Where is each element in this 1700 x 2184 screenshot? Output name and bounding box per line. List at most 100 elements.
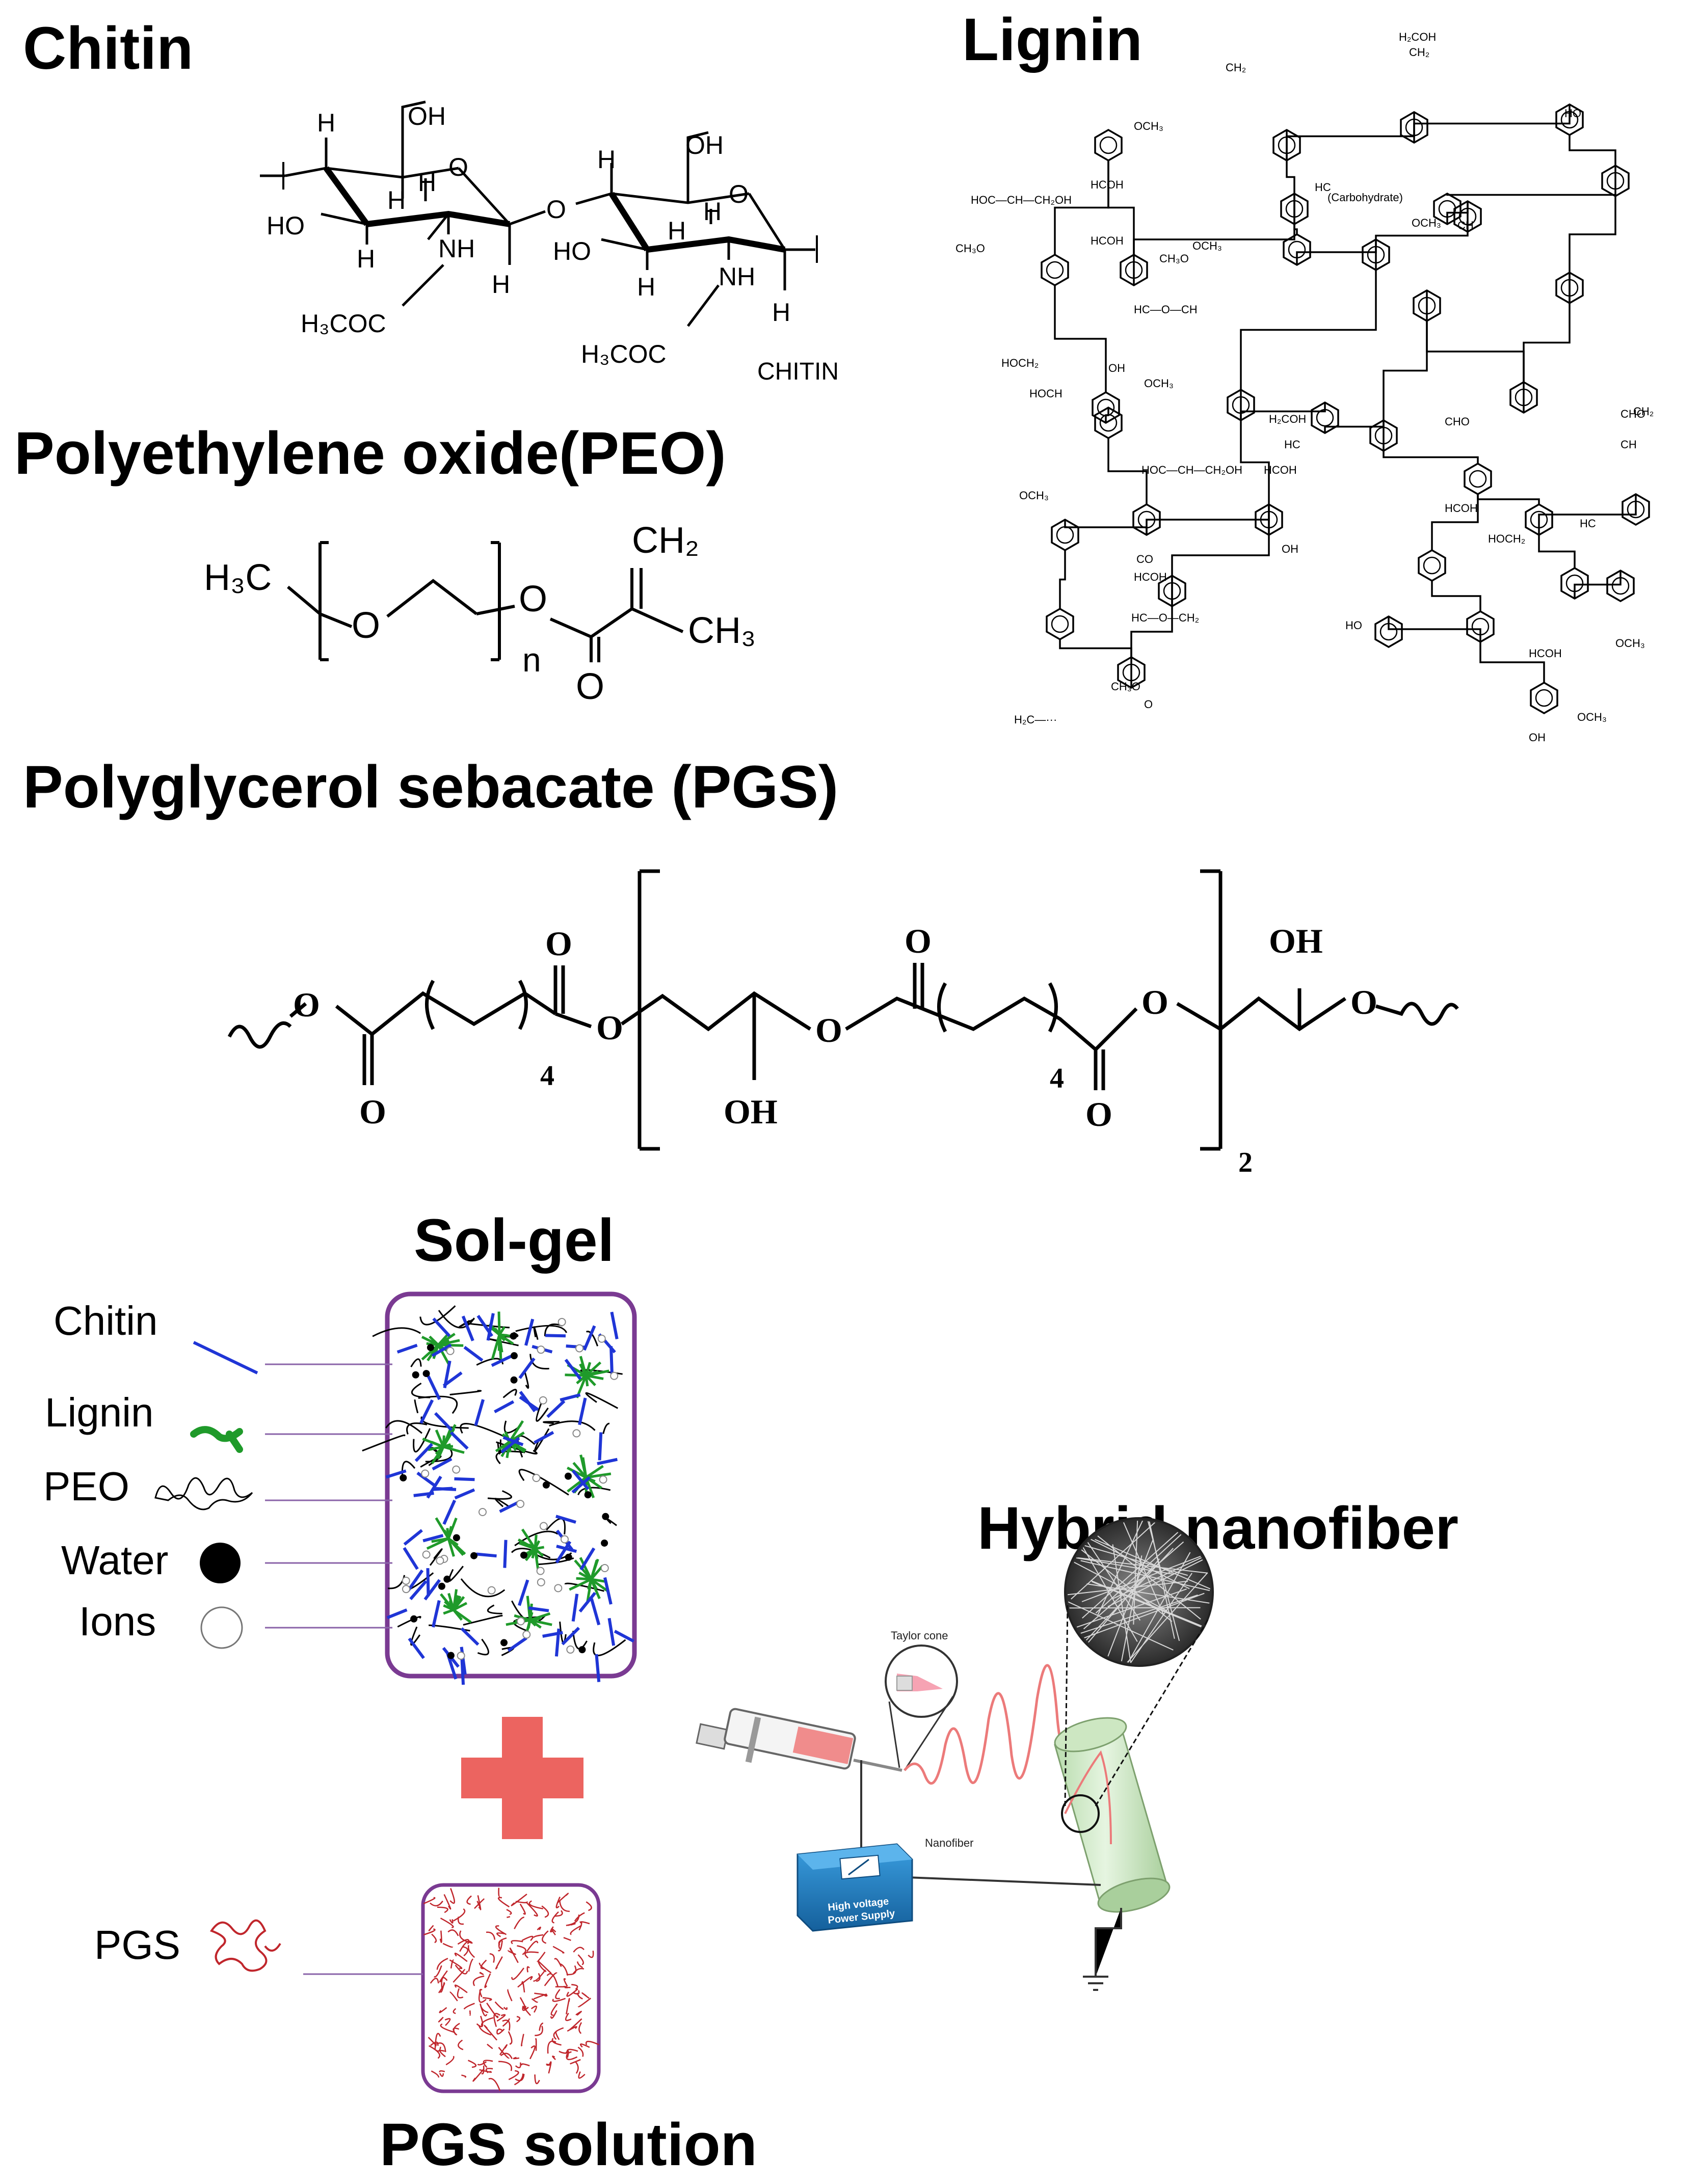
pgs-chain (578, 1998, 592, 2008)
lignin-fragment (586, 1472, 612, 1479)
pgs-chain (554, 1958, 562, 1967)
lignin-bond (1286, 130, 1295, 224)
pgs-chain (564, 1987, 571, 1989)
sem-fiber (1078, 1557, 1210, 1574)
pgs-chain (449, 1959, 463, 1970)
lignin-benzene-ring (1046, 607, 1074, 641)
peo-chain (460, 1578, 506, 1598)
pgs-chain (461, 2074, 467, 2078)
lignin-benzene-ring (1374, 615, 1403, 649)
svg-text:HO: HO (553, 237, 591, 265)
pgs-chain (438, 2016, 444, 2023)
chitin-fiber (609, 1346, 614, 1374)
pgs-chain (566, 2054, 578, 2060)
sem-fiber (1105, 1539, 1154, 1663)
lignin-fragment (426, 1537, 449, 1550)
lignin-fragment (585, 1374, 596, 1386)
svg-text:H: H (357, 245, 375, 273)
pgs-chain (458, 2039, 464, 2051)
pgs-chain (463, 2003, 475, 2010)
svg-text:H₃C: H₃C (204, 557, 272, 598)
chitin-fiber (431, 1343, 452, 1357)
lignin-atom-label: HC (1580, 517, 1596, 530)
pgs-chain (570, 2059, 581, 2065)
lignin-fragment (491, 1327, 500, 1336)
pgs-chain (476, 1901, 481, 1909)
lignin-bond (1130, 576, 1173, 688)
peo-structure (287, 541, 684, 662)
water-dot (500, 1639, 508, 1647)
pgs-chain (481, 2065, 485, 2074)
chitin-fiber (476, 1552, 497, 1558)
peo-chain (572, 1631, 588, 1650)
lignin-fragment (590, 1559, 598, 1580)
lignin-bond (1107, 160, 1135, 255)
lignin-atom-label: OH (1282, 543, 1298, 555)
peo-chain (511, 1548, 551, 1559)
legend-peo-label: PEO (43, 1464, 129, 1509)
peo-chain (524, 1372, 529, 1389)
nanofiber-jet (904, 1664, 1074, 1785)
chitin-fiber (519, 1395, 539, 1411)
pgs-chain (517, 1945, 526, 1955)
lignin-fragment (429, 1335, 439, 1346)
lignin-atom-label: HCOH (1529, 647, 1562, 660)
lignin-bond (1059, 550, 1066, 609)
pgs-chain (570, 1925, 582, 1935)
pgs-chain (570, 2018, 582, 2030)
pgs-chain (474, 1898, 485, 1909)
peo-chain (602, 1422, 610, 1434)
chitin-fiber (403, 1547, 419, 1570)
lignin-fragment (528, 1603, 533, 1621)
nanofiber-label: Nanofiber (925, 1837, 973, 1849)
pgs-chain (479, 2069, 492, 2073)
pgs-chain (574, 1912, 585, 1922)
legend-chitin-symbol (193, 1341, 258, 1374)
legend-lignin-label: Lignin (45, 1390, 154, 1435)
lignin-fragment (447, 1538, 459, 1549)
pgs-chain (526, 1902, 538, 1917)
chitin-atom-labels: H OH O H H HO H NH H H₃COC O H OH O H H … (267, 102, 839, 385)
ion-dot (566, 1645, 575, 1654)
pgs-chain (494, 2001, 504, 2010)
lignin-fragment (437, 1333, 449, 1346)
lignin-bond (1383, 290, 1428, 451)
lignin-fragment (437, 1344, 450, 1365)
peo-chain (414, 1399, 419, 1414)
peo-chain (419, 1305, 456, 1326)
lignin-bond (1054, 285, 1107, 392)
peo-chain (406, 1422, 428, 1435)
chitin-fiber (542, 1631, 563, 1638)
lignin-bond (1431, 581, 1481, 611)
lignin-bond (1446, 194, 1616, 196)
pgs-chain (508, 2031, 513, 2045)
pgs-chain (519, 1903, 526, 1915)
pgs-chain (511, 1940, 523, 1945)
lignin-fragment (498, 1333, 514, 1345)
aromatic-circle (1046, 261, 1064, 279)
pgs-chain (554, 1910, 563, 1917)
svg-text:NH: NH (438, 234, 475, 263)
pgs-chain (516, 2016, 521, 2023)
svg-text:H: H (668, 217, 686, 245)
chitin-fiber (545, 1334, 566, 1338)
pgs-chain (431, 2070, 440, 2078)
lignin-atom-label: CH₃O (1159, 252, 1189, 265)
svg-text:H₃COC: H₃COC (301, 309, 386, 338)
pgs-chain (557, 1893, 569, 1903)
legend-pgs-label: PGS (94, 1922, 180, 1967)
lignin-fragment (578, 1571, 592, 1581)
chitin-structure (260, 100, 818, 327)
collector-drum (1054, 1717, 1171, 1913)
lignin-fragment (579, 1557, 593, 1580)
chitin-fiber (546, 1399, 566, 1418)
pgs-chain (449, 1888, 456, 1904)
pgs-chain (482, 1997, 492, 2001)
pgs-chain (511, 1894, 527, 1906)
pgs-chain (517, 1976, 533, 1988)
lignin-bond (1383, 451, 1479, 464)
lignin-atom-label: HCOH (1091, 234, 1124, 247)
svg-text:H: H (492, 270, 510, 299)
aromatic-circle (1469, 470, 1487, 488)
